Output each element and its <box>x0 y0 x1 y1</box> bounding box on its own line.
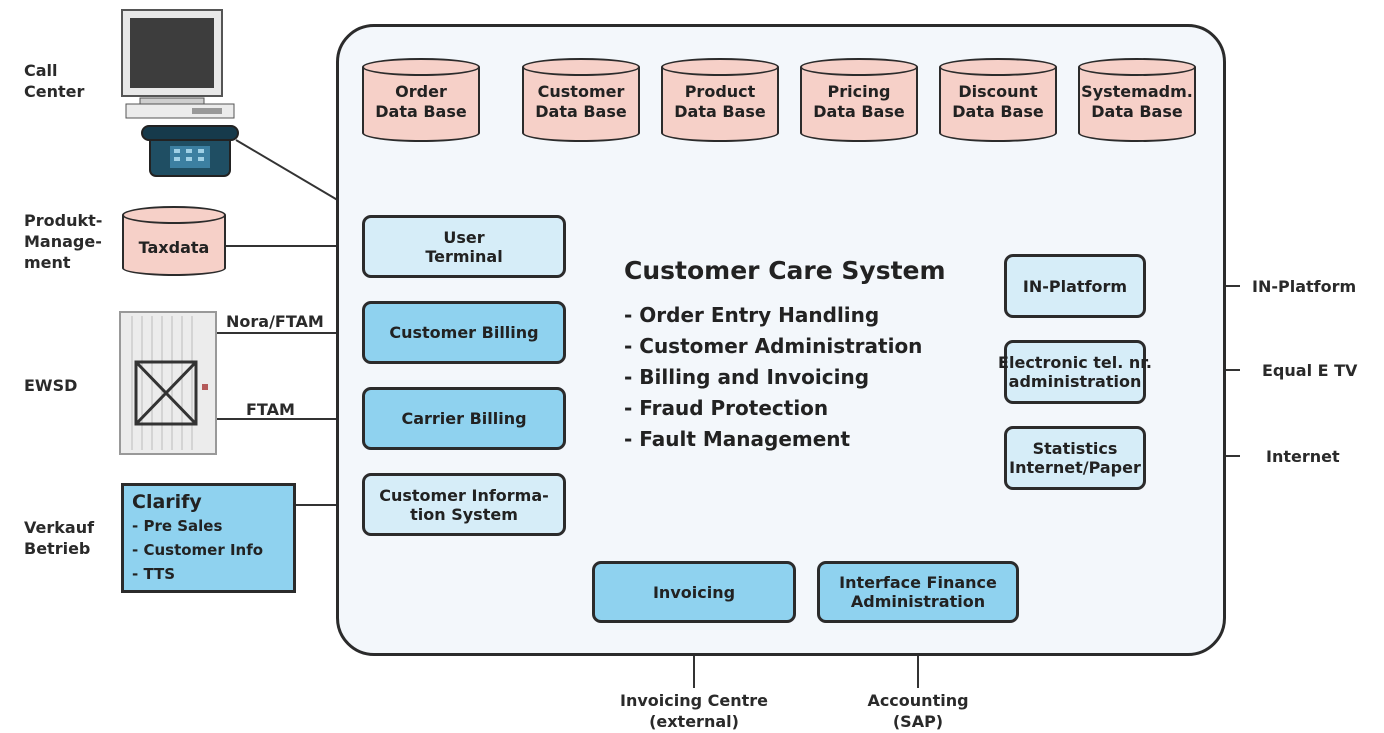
telephone-icon <box>140 122 240 184</box>
clarify-item: - Customer Info <box>132 541 264 559</box>
database-label: Customer Data Base <box>535 82 627 121</box>
in-platform-module: IN-Platform <box>1004 254 1146 318</box>
clarify-item: - Pre Sales <box>132 517 223 535</box>
function-item: - Customer Administration <box>624 334 923 358</box>
invoicing-module: Invoicing <box>592 561 796 623</box>
computer-icon <box>120 8 240 124</box>
ewsd-switch-icon <box>118 310 218 460</box>
function-item: - Order Entry Handling <box>624 303 880 327</box>
statistics-module: Statistics Internet/Paper <box>1004 426 1146 490</box>
user-terminal-module: User Terminal <box>362 215 566 278</box>
invoicing-centre-label: Invoicing Centre (external) <box>619 691 768 731</box>
systemadm-database: Systemadm. Data Base <box>1078 58 1196 142</box>
equal-e-tv-label: Equal E TV <box>1262 361 1358 380</box>
taxdata-label: Taxdata <box>138 238 210 257</box>
nora-ftam-label: Nora/FTAM <box>226 312 324 331</box>
customer-database: Customer Data Base <box>522 58 640 142</box>
discount-database: Discount Data Base <box>939 58 1057 142</box>
clarify-heading: Clarify <box>132 491 202 513</box>
pricing-database: Pricing Data Base <box>800 58 918 142</box>
interface-finance-module: Interface Finance Administration <box>817 561 1019 623</box>
carrier-billing-module: Carrier Billing <box>362 387 566 450</box>
clarify-box: Clarify - Pre Sales - Customer Info - TT… <box>121 483 296 593</box>
customer-information-system-module: Customer Informa- tion System <box>362 473 566 536</box>
function-item: - Billing and Invoicing <box>624 365 870 389</box>
order-database: Order Data Base <box>362 58 480 142</box>
function-list: - Order Entry Handling - Customer Admini… <box>624 300 922 455</box>
internet-label: Internet <box>1266 447 1340 466</box>
ftam-label: FTAM <box>246 400 295 419</box>
database-label: Discount Data Base <box>952 82 1044 121</box>
customer-billing-module: Customer Billing <box>362 301 566 364</box>
verkauf-betrieb-label: Verkauf Betrieb <box>24 518 95 558</box>
product-database: Product Data Base <box>661 58 779 142</box>
electronic-tel-nr-module: Electronic tel. nr. administration <box>998 340 1152 404</box>
taxdata-database-icon: Taxdata <box>122 206 226 276</box>
system-title: Customer Care System <box>624 256 946 285</box>
database-label: Order Data Base <box>375 82 467 121</box>
function-item: - Fraud Protection <box>624 396 829 420</box>
database-label: Systemadm. Data Base <box>1081 82 1193 121</box>
function-item: - Fault Management <box>624 427 851 451</box>
database-label: Pricing Data Base <box>813 82 905 121</box>
call-center-label: Call Center <box>24 61 85 101</box>
in-platform-external-label: IN-Platform <box>1252 277 1357 296</box>
ewsd-label: EWSD <box>24 376 78 395</box>
clarify-item: - TTS <box>132 565 176 583</box>
accounting-label: Accounting (SAP) <box>867 691 969 731</box>
produkt-management-label: Produkt- Manage- ment <box>24 211 103 272</box>
database-label: Product Data Base <box>674 82 766 121</box>
